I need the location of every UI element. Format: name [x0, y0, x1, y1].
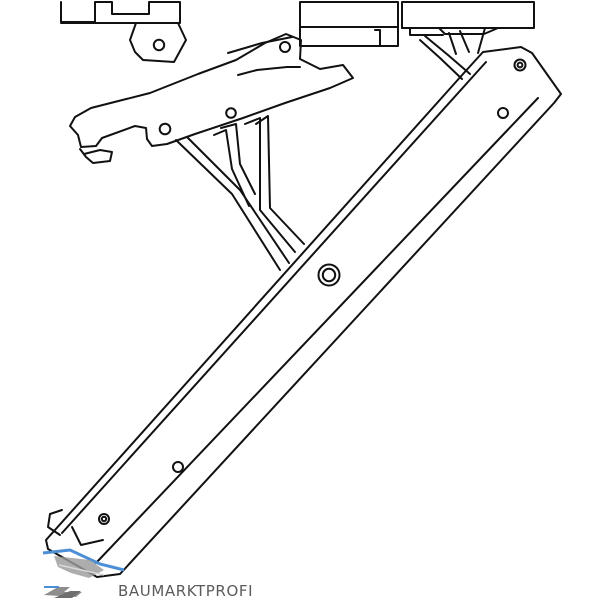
diagonal-bar [45, 46, 562, 578]
bottom-accent-cap [42, 548, 125, 578]
baumarktprofi-logo-mark-icon [42, 583, 112, 599]
lever-arm [69, 33, 354, 164]
top-left-mounting-plate [60, 1, 187, 63]
linkage-struts [175, 27, 486, 271]
top-right-mounting-plate [299, 1, 535, 47]
watermark-text: BAUMARKTPROFI [118, 582, 254, 600]
watermark: BAUMARKTPROFI [38, 582, 262, 600]
